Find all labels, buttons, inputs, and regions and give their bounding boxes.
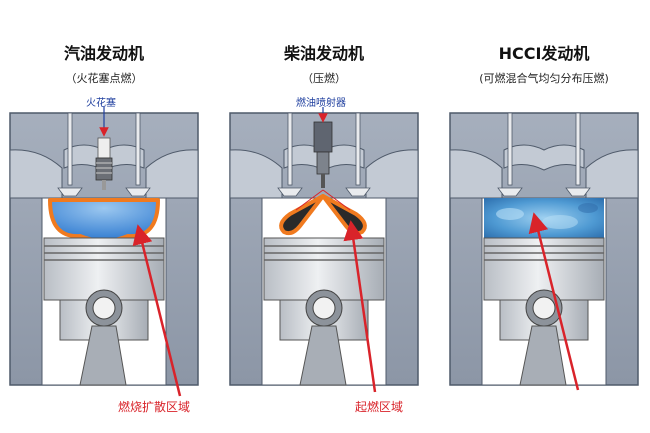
fuel-spray-left — [279, 194, 325, 236]
diesel-subtitle: （压燃） — [302, 72, 346, 85]
gasoline-engine-panel — [9, 107, 199, 397]
gasoline-title: 汽油发动机 — [63, 44, 144, 63]
region-arrow — [528, 212, 580, 391]
fuel-injector-label: 燃油喷射器 — [296, 98, 346, 109]
hcci-title: HCCI发动机 — [498, 44, 590, 63]
spark-plug-icon — [95, 137, 113, 190]
diesel-title: 柴油发动机 — [283, 44, 364, 63]
hcci-engine-panel — [449, 112, 639, 391]
combustion-spread-label: 燃烧扩散区域 — [118, 400, 191, 414]
gasoline-subtitle: （火花塞点燃） — [65, 72, 143, 85]
spark-plug-label: 火花塞 — [86, 98, 116, 109]
region-arrow — [343, 220, 377, 393]
diesel-engine-panel — [229, 107, 419, 393]
combustion-flame — [48, 198, 160, 243]
piston — [263, 237, 385, 386]
piston — [483, 237, 605, 386]
region-arrow — [132, 224, 182, 397]
ignition-zone-label: 起燃区域 — [355, 400, 404, 414]
fuel-injector-icon — [313, 121, 333, 188]
hcci-subtitle: (可燃混合气均匀分布压燃) — [479, 72, 609, 85]
